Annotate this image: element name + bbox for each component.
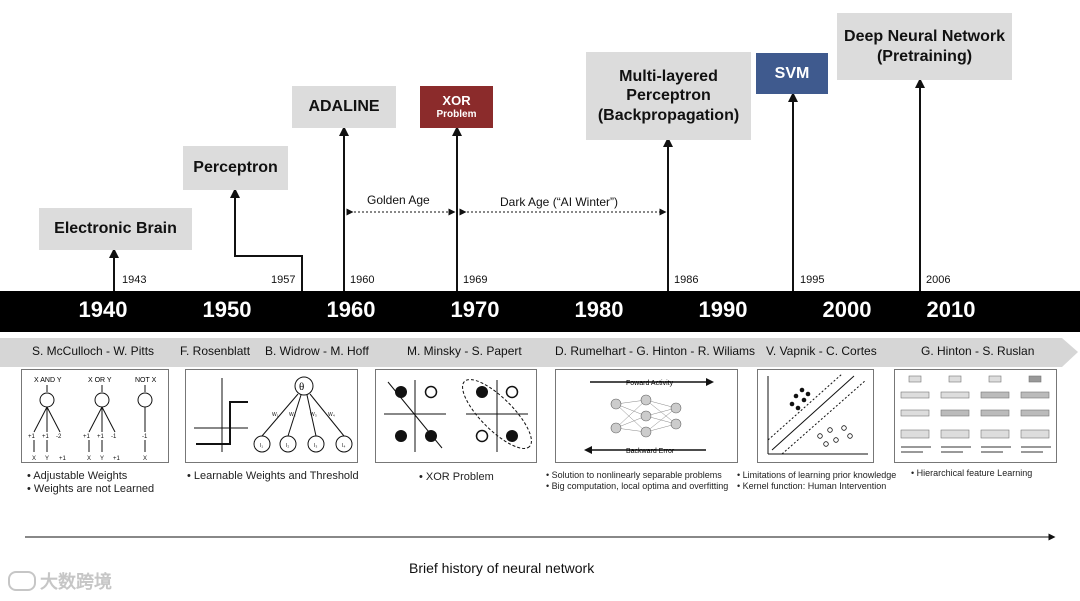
svg-text:+1: +1 [28,434,36,440]
panel-mcculloch-pitts: X AND Y X OR Y NOT X +1 +1 -2 +1 +1 -1 -1 X Y… [21,369,169,463]
panel-rosenblatt: θ W₁ W₂ W₃ W₄ I₁ I₂ I₃ I₄ [185,369,358,463]
decade-label: 1970 [450,297,500,322]
logic-gates-figure: X AND Y X OR Y NOT X +1 +1 -2 +1 +1 -1 -1 X Y… [28,377,157,462]
or-label: X OR Y [88,377,112,384]
caption-line: • Solution to nonlinearly separable prob… [546,470,722,480]
decade-label: 1960 [326,297,376,322]
box-xor-line1: XOR [442,93,471,109]
event-year: 1960 [350,274,375,286]
author-label: V. Vapnik - C. Cortes [766,344,877,358]
caption-line: • Learnable Weights and Threshold [187,470,359,482]
svg-text:X: X [32,456,36,462]
timeline-band [0,291,1080,332]
box-electronic-brain-label: Electronic Brain [54,220,177,238]
box-xor-problem: XOR Problem [420,86,493,128]
forward-activity-label: Foward Activity [626,380,674,387]
svg-text:-1: -1 [111,434,117,440]
backward-error-label: Backward Error [626,448,675,455]
svg-text:+1: +1 [113,456,121,462]
box-electronic-brain: Electronic Brain [39,208,192,250]
caption-line: • Big computation, local optima and over… [546,481,729,491]
backprop-figure: Foward Activity Backward Error [584,378,714,455]
watermark-text: 大数跨境 [40,572,112,592]
event-year: 2006 [926,274,951,286]
decade-label: 1950 [202,297,252,322]
author-label: D. Rumelhart - G. Hinton - R. Wiliams [555,344,756,358]
svg-text:X: X [87,456,91,462]
box-adaline-label: ADALINE [308,98,380,116]
event-year: 1995 [800,274,825,286]
svg-text:I₄: I₄ [342,443,345,449]
box-adaline: ADALINE [292,86,396,128]
svg-text:Y: Y [45,456,49,462]
figure-caption: Brief history of neural network [409,560,595,576]
xor-figure [384,379,532,452]
caption-line: • Adjustable Weights [27,470,128,482]
theta-symbol: θ [299,381,304,393]
panel-dbn [894,369,1057,463]
arrow-1957 [230,188,303,291]
svg-text:I₁: I₁ [260,443,263,449]
svg-text:W₁: W₁ [272,412,279,418]
caption-line: • Weights are not Learned [27,483,155,495]
decade-label: 2010 [926,297,976,322]
decade-label: 1990 [698,297,748,322]
box-mlp: Multi-layered Perceptron (Backpropagatio… [586,52,751,140]
era-dark-age: Dark Age (“AI Winter”) [500,195,619,209]
panel-svm [757,369,874,463]
panel-xor [375,369,537,463]
svg-text:+1: +1 [42,434,50,440]
author-label: G. Hinton - S. Ruslan [921,344,1035,358]
box-mlp-line2: Perceptron [626,87,711,105]
caption-line: • XOR Problem [419,471,494,483]
box-svm: SVM [756,53,828,94]
era-golden-age: Golden Age [367,193,430,207]
event-year: 1943 [122,274,147,286]
box-dnn-line2: (Pretraining) [876,47,973,65]
watermark-logo-icon [8,571,36,591]
panel-backprop: Foward Activity Backward Error [555,369,738,463]
dbn-figure [900,375,1051,453]
watermark: 大数跨境 [8,568,112,594]
box-xor-line2: Problem [436,108,477,120]
decade-label: 2000 [822,297,872,322]
box-mlp-line3: (Backpropagation) [597,106,740,124]
svg-text:Y: Y [100,456,104,462]
author-band [0,338,1078,367]
event-year: 1957 [271,274,296,286]
svg-text:+1: +1 [97,434,105,440]
decade-label: 1940 [78,297,128,322]
box-perceptron-label: Perceptron [193,159,278,177]
author-label: B. Widrow - M. Hoff [265,344,369,358]
svg-text:I₃: I₃ [314,443,317,449]
caption-line: • Kernel function: Human Intervention [737,481,887,491]
svm-figure [767,373,868,455]
svg-text:+1: +1 [83,434,91,440]
caption-line: • Hierarchical feature Learning [911,468,1033,478]
svg-text:+1: +1 [59,456,67,462]
box-dnn: Deep Neural Network (Pretraining) [837,13,1012,80]
author-label: F. Rosenblatt [180,344,251,358]
box-dnn-line1: Deep Neural Network [844,28,1005,46]
event-year: 1969 [463,274,488,286]
svg-text:-1: -1 [142,434,148,440]
box-svm-label: SVM [774,64,810,82]
event-year: 1986 [674,274,699,286]
perceptron-figure: θ W₁ W₂ W₃ W₄ I₁ I₂ I₃ I₄ [194,376,353,453]
decade-label: 1980 [574,297,624,322]
svg-text:W₄: W₄ [328,412,335,418]
author-label: S. McCulloch - W. Pitts [32,344,155,358]
box-perceptron: Perceptron [183,146,288,190]
caption-line: • Limitations of learning prior knowledg… [737,470,897,480]
svg-text:W₃: W₃ [310,412,317,418]
svg-text:I₂: I₂ [286,443,289,449]
svg-text:X: X [143,456,147,462]
svg-text:-2: -2 [56,434,62,440]
not-label: NOT X [135,377,157,384]
box-mlp-line1: Multi-layered [619,68,718,86]
author-label: M. Minsky - S. Papert [407,344,522,358]
svg-text:W₂: W₂ [289,412,296,418]
and-label: X AND Y [34,377,62,384]
